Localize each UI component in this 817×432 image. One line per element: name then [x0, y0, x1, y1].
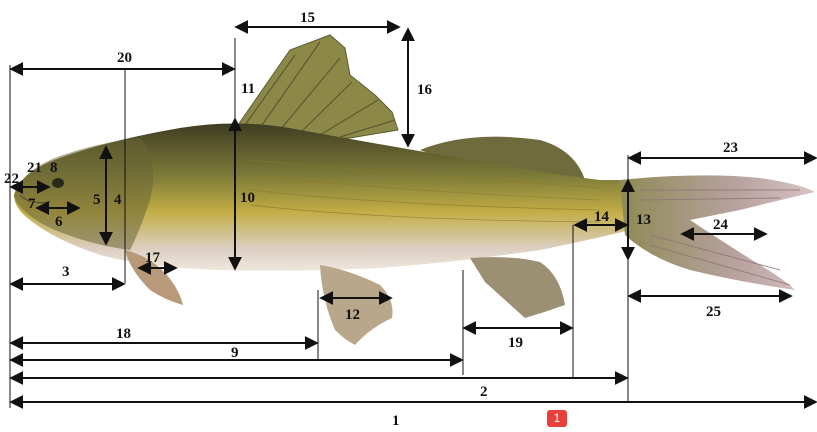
label-15: 15 [300, 10, 315, 26]
label-23: 23 [723, 140, 738, 156]
page-badge[interactable]: 1 [547, 410, 567, 427]
label-3: 3 [62, 264, 70, 280]
fish-illustration [14, 35, 815, 345]
label-12: 12 [345, 307, 360, 323]
label-6: 6 [55, 214, 63, 230]
label-11: 11 [241, 81, 255, 97]
label-14: 14 [594, 209, 610, 225]
label-8: 8 [50, 160, 58, 176]
label-2: 2 [480, 384, 488, 400]
label-4: 4 [114, 192, 122, 208]
pelvic-fin [320, 265, 393, 345]
label-24: 24 [713, 217, 729, 233]
label-1: 1 [392, 413, 400, 427]
label-9: 9 [231, 345, 239, 361]
label-22: 22 [4, 171, 19, 187]
label-16: 16 [417, 82, 433, 98]
label-19: 19 [508, 335, 523, 351]
head [14, 138, 153, 250]
label-25: 25 [706, 304, 721, 320]
anal-fin [470, 257, 565, 318]
eye [52, 178, 64, 188]
label-10: 10 [240, 190, 255, 206]
label-5: 5 [93, 192, 101, 208]
label-18: 18 [116, 326, 131, 342]
label-13: 13 [636, 212, 651, 228]
label-21: 21 [27, 160, 42, 176]
label-20: 20 [117, 50, 132, 66]
label-7: 7 [28, 196, 36, 212]
label-17: 17 [145, 250, 161, 266]
